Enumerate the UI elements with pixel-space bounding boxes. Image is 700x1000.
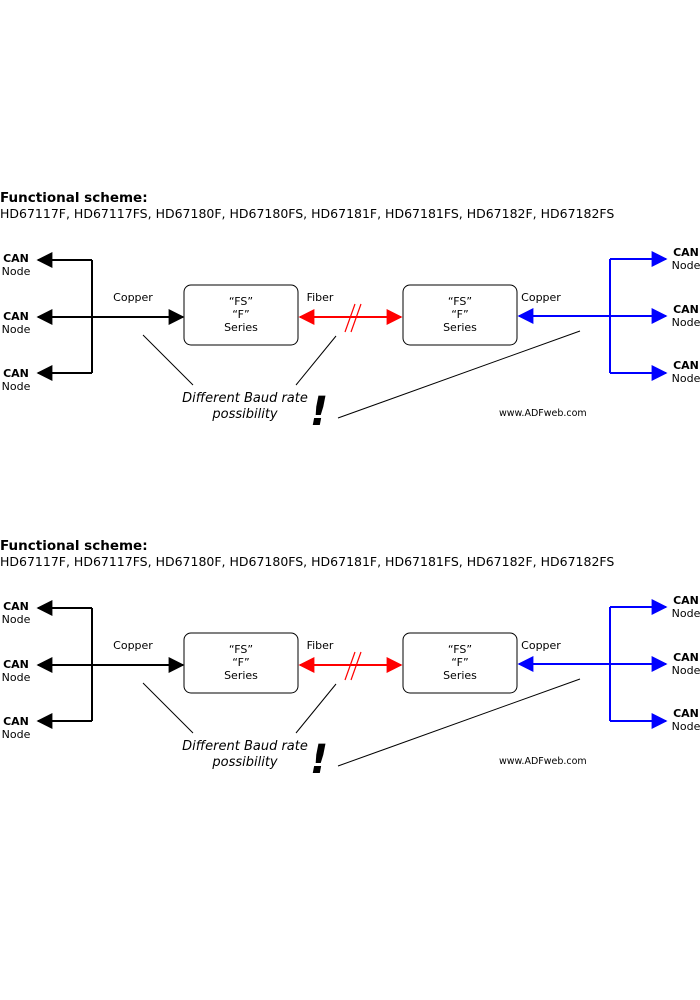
node-name: CAN [3, 367, 29, 380]
right-can-node-3: CAN Node [672, 707, 700, 733]
network-diagram: CAN Node CAN Node CAN Node Copper “FS” “… [2, 594, 700, 783]
svg-text:“FS”: “FS” [229, 643, 253, 656]
svg-text:“F”: “F” [451, 308, 468, 321]
scheme-title: Functional scheme: [0, 190, 148, 206]
baud-rate-pointer-lines [142, 330, 581, 419]
node-name: CAN [3, 658, 29, 671]
left-copper-bus [36, 600, 185, 729]
right-can-node-2: CAN Node [672, 303, 700, 329]
node-name: CAN [673, 651, 699, 664]
baud-rate-note-line2: possibility [211, 755, 278, 770]
node-name: CAN [3, 310, 29, 323]
converter-box-right: “FS” “F” Series [402, 284, 518, 346]
baud-rate-pointer-lines [142, 678, 581, 767]
node-sub: Node [2, 728, 31, 741]
functional-scheme-1: Functional scheme: HD67117F, HD67117FS, … [0, 190, 700, 450]
svg-text:“FS”: “FS” [448, 295, 472, 308]
node-sub: Node [672, 720, 700, 733]
converter-box-left: “FS” “F” Series [183, 632, 299, 694]
left-can-node-1: CAN Node [2, 252, 31, 278]
model-list: HD67117F, HD67117FS, HD67180F, HD67180FS… [0, 206, 615, 221]
node-sub: Node [672, 664, 700, 677]
left-can-node-3: CAN Node [2, 367, 31, 393]
svg-text:Series: Series [443, 321, 477, 334]
copper-label-left: Copper [113, 291, 153, 304]
left-can-node-1: CAN Node [2, 600, 31, 626]
scheme-title: Functional scheme: [0, 538, 148, 554]
node-name: CAN [3, 600, 29, 613]
node-sub: Node [672, 259, 700, 272]
copper-label-left: Copper [113, 639, 153, 652]
svg-text:“FS”: “FS” [229, 295, 253, 308]
svg-text:“F”: “F” [232, 656, 249, 669]
node-name: CAN [673, 246, 699, 259]
node-name: CAN [673, 359, 699, 372]
fiber-label: Fiber [307, 291, 334, 304]
left-can-node-3: CAN Node [2, 715, 31, 741]
right-can-node-1: CAN Node [672, 246, 700, 272]
node-name: CAN [3, 715, 29, 728]
fiber-link [298, 303, 403, 333]
baud-rate-note-line1: Different Baud rate [182, 739, 308, 754]
node-sub: Node [2, 380, 31, 393]
fiber-link [298, 651, 403, 681]
node-sub: Node [2, 323, 31, 336]
exclamation-mark: ! [310, 737, 328, 783]
node-sub: Node [672, 372, 700, 385]
left-copper-bus [36, 252, 185, 381]
functional-scheme-2: Functional scheme: HD67117F, HD67117FS, … [0, 538, 700, 798]
copper-label-right: Copper [521, 639, 561, 652]
website-label: www.ADFweb.com [499, 756, 587, 767]
right-can-node-1: CAN Node [672, 594, 700, 620]
svg-text:Series: Series [224, 321, 258, 334]
converter-box-left: “FS” “F” Series [183, 284, 299, 346]
right-can-node-3: CAN Node [672, 359, 700, 385]
svg-text:“F”: “F” [232, 308, 249, 321]
copper-label-right: Copper [521, 291, 561, 304]
right-copper-bus [517, 251, 668, 381]
node-name: CAN [673, 303, 699, 316]
right-copper-bus [517, 599, 668, 729]
svg-text:“FS”: “FS” [448, 643, 472, 656]
svg-text:Series: Series [224, 669, 258, 682]
node-sub: Node [2, 613, 31, 626]
svg-text:Series: Series [443, 669, 477, 682]
node-sub: Node [2, 265, 31, 278]
left-can-node-2: CAN Node [2, 310, 31, 336]
baud-rate-note-line1: Different Baud rate [182, 391, 308, 406]
node-name: CAN [3, 252, 29, 265]
network-diagram: CAN Node CAN Node CAN Node Copper “FS” “… [2, 246, 700, 435]
left-can-node-2: CAN Node [2, 658, 31, 684]
baud-rate-note-line2: possibility [211, 407, 278, 422]
model-list: HD67117F, HD67117FS, HD67180F, HD67180FS… [0, 554, 615, 569]
svg-text:“F”: “F” [451, 656, 468, 669]
converter-box-right: “FS” “F” Series [402, 632, 518, 694]
node-sub: Node [672, 316, 700, 329]
node-name: CAN [673, 707, 699, 720]
node-name: CAN [673, 594, 699, 607]
exclamation-mark: ! [310, 389, 328, 435]
website-label: www.ADFweb.com [499, 408, 587, 419]
right-can-node-2: CAN Node [672, 651, 700, 677]
node-sub: Node [2, 671, 31, 684]
node-sub: Node [672, 607, 700, 620]
fiber-label: Fiber [307, 639, 334, 652]
